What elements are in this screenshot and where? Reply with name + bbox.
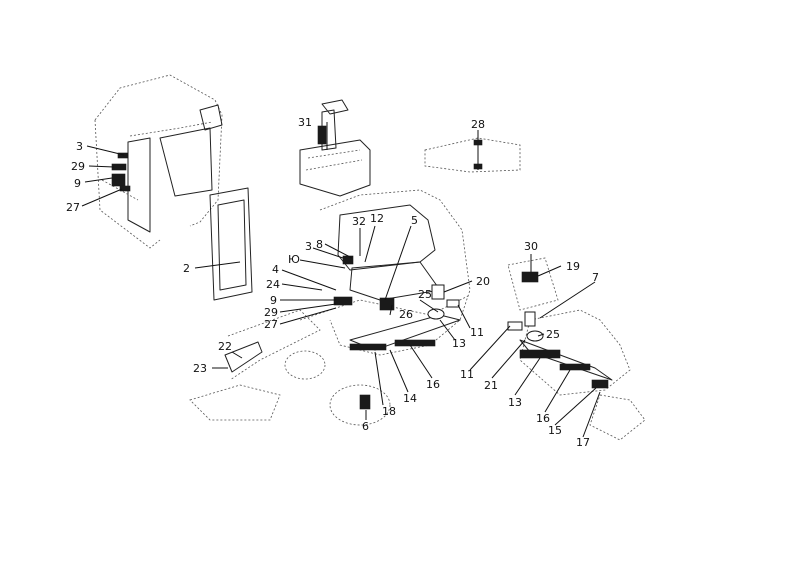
callout-11-mid: 11 — [470, 326, 484, 339]
panel-illustration — [424, 130, 521, 173]
callout-31: 31 — [298, 116, 312, 129]
cab-illustration — [94, 74, 253, 301]
callout-3-mid: 3 — [305, 240, 312, 253]
callout-9-mid: 9 — [270, 294, 277, 307]
callout-13-right: 13 — [508, 396, 522, 409]
callout-6: 6 — [362, 420, 369, 433]
callout-15: 15 — [548, 424, 562, 437]
callout-21: 21 — [484, 379, 498, 392]
callout-9-cab: 9 — [74, 177, 81, 190]
callout-8: 8 — [316, 238, 323, 251]
callout-11-right: 11 — [460, 368, 474, 381]
console-illustration — [299, 99, 371, 197]
callout-4: 4 — [272, 263, 279, 276]
callout-labels: 3 29 9 27 2 31 28 32 12 5 3 8 Ю 4 24 9 2… — [66, 116, 599, 449]
callout-5: 5 — [411, 214, 418, 227]
callout-19: 19 — [566, 260, 580, 273]
callout-12: 12 — [370, 212, 384, 225]
callout-30: 30 — [524, 240, 538, 253]
callout-23: 23 — [193, 362, 207, 375]
callout-25-right: 25 — [546, 328, 560, 341]
callout-16-right: 16 — [536, 412, 550, 425]
callout-29-cab: 29 — [71, 160, 85, 173]
callout-10: Ю — [288, 253, 300, 266]
callout-28: 28 — [471, 118, 485, 131]
callout-24: 24 — [266, 278, 280, 291]
callout-3-cab: 3 — [76, 140, 83, 153]
callout-32: 32 — [352, 215, 366, 228]
leader-lines — [81, 122, 601, 438]
callout-26: 26 — [399, 308, 413, 321]
callout-18: 18 — [382, 405, 396, 418]
callout-27-mid: 27 — [264, 318, 278, 331]
machine-right-illustration — [507, 257, 646, 441]
callout-16-mid: 16 — [426, 378, 440, 391]
callout-2: 2 — [183, 262, 190, 275]
callout-7: 7 — [592, 271, 599, 284]
callout-14: 14 — [403, 392, 417, 405]
callout-29-mid: 29 — [264, 306, 278, 319]
callout-22: 22 — [218, 340, 232, 353]
machine-center-illustration — [189, 189, 471, 426]
callout-27-cab: 27 — [66, 201, 80, 214]
callout-13-mid: 13 — [452, 337, 466, 350]
callout-20: 20 — [476, 275, 490, 288]
callout-17: 17 — [576, 436, 590, 449]
callout-25-mid: 25 — [418, 288, 432, 301]
